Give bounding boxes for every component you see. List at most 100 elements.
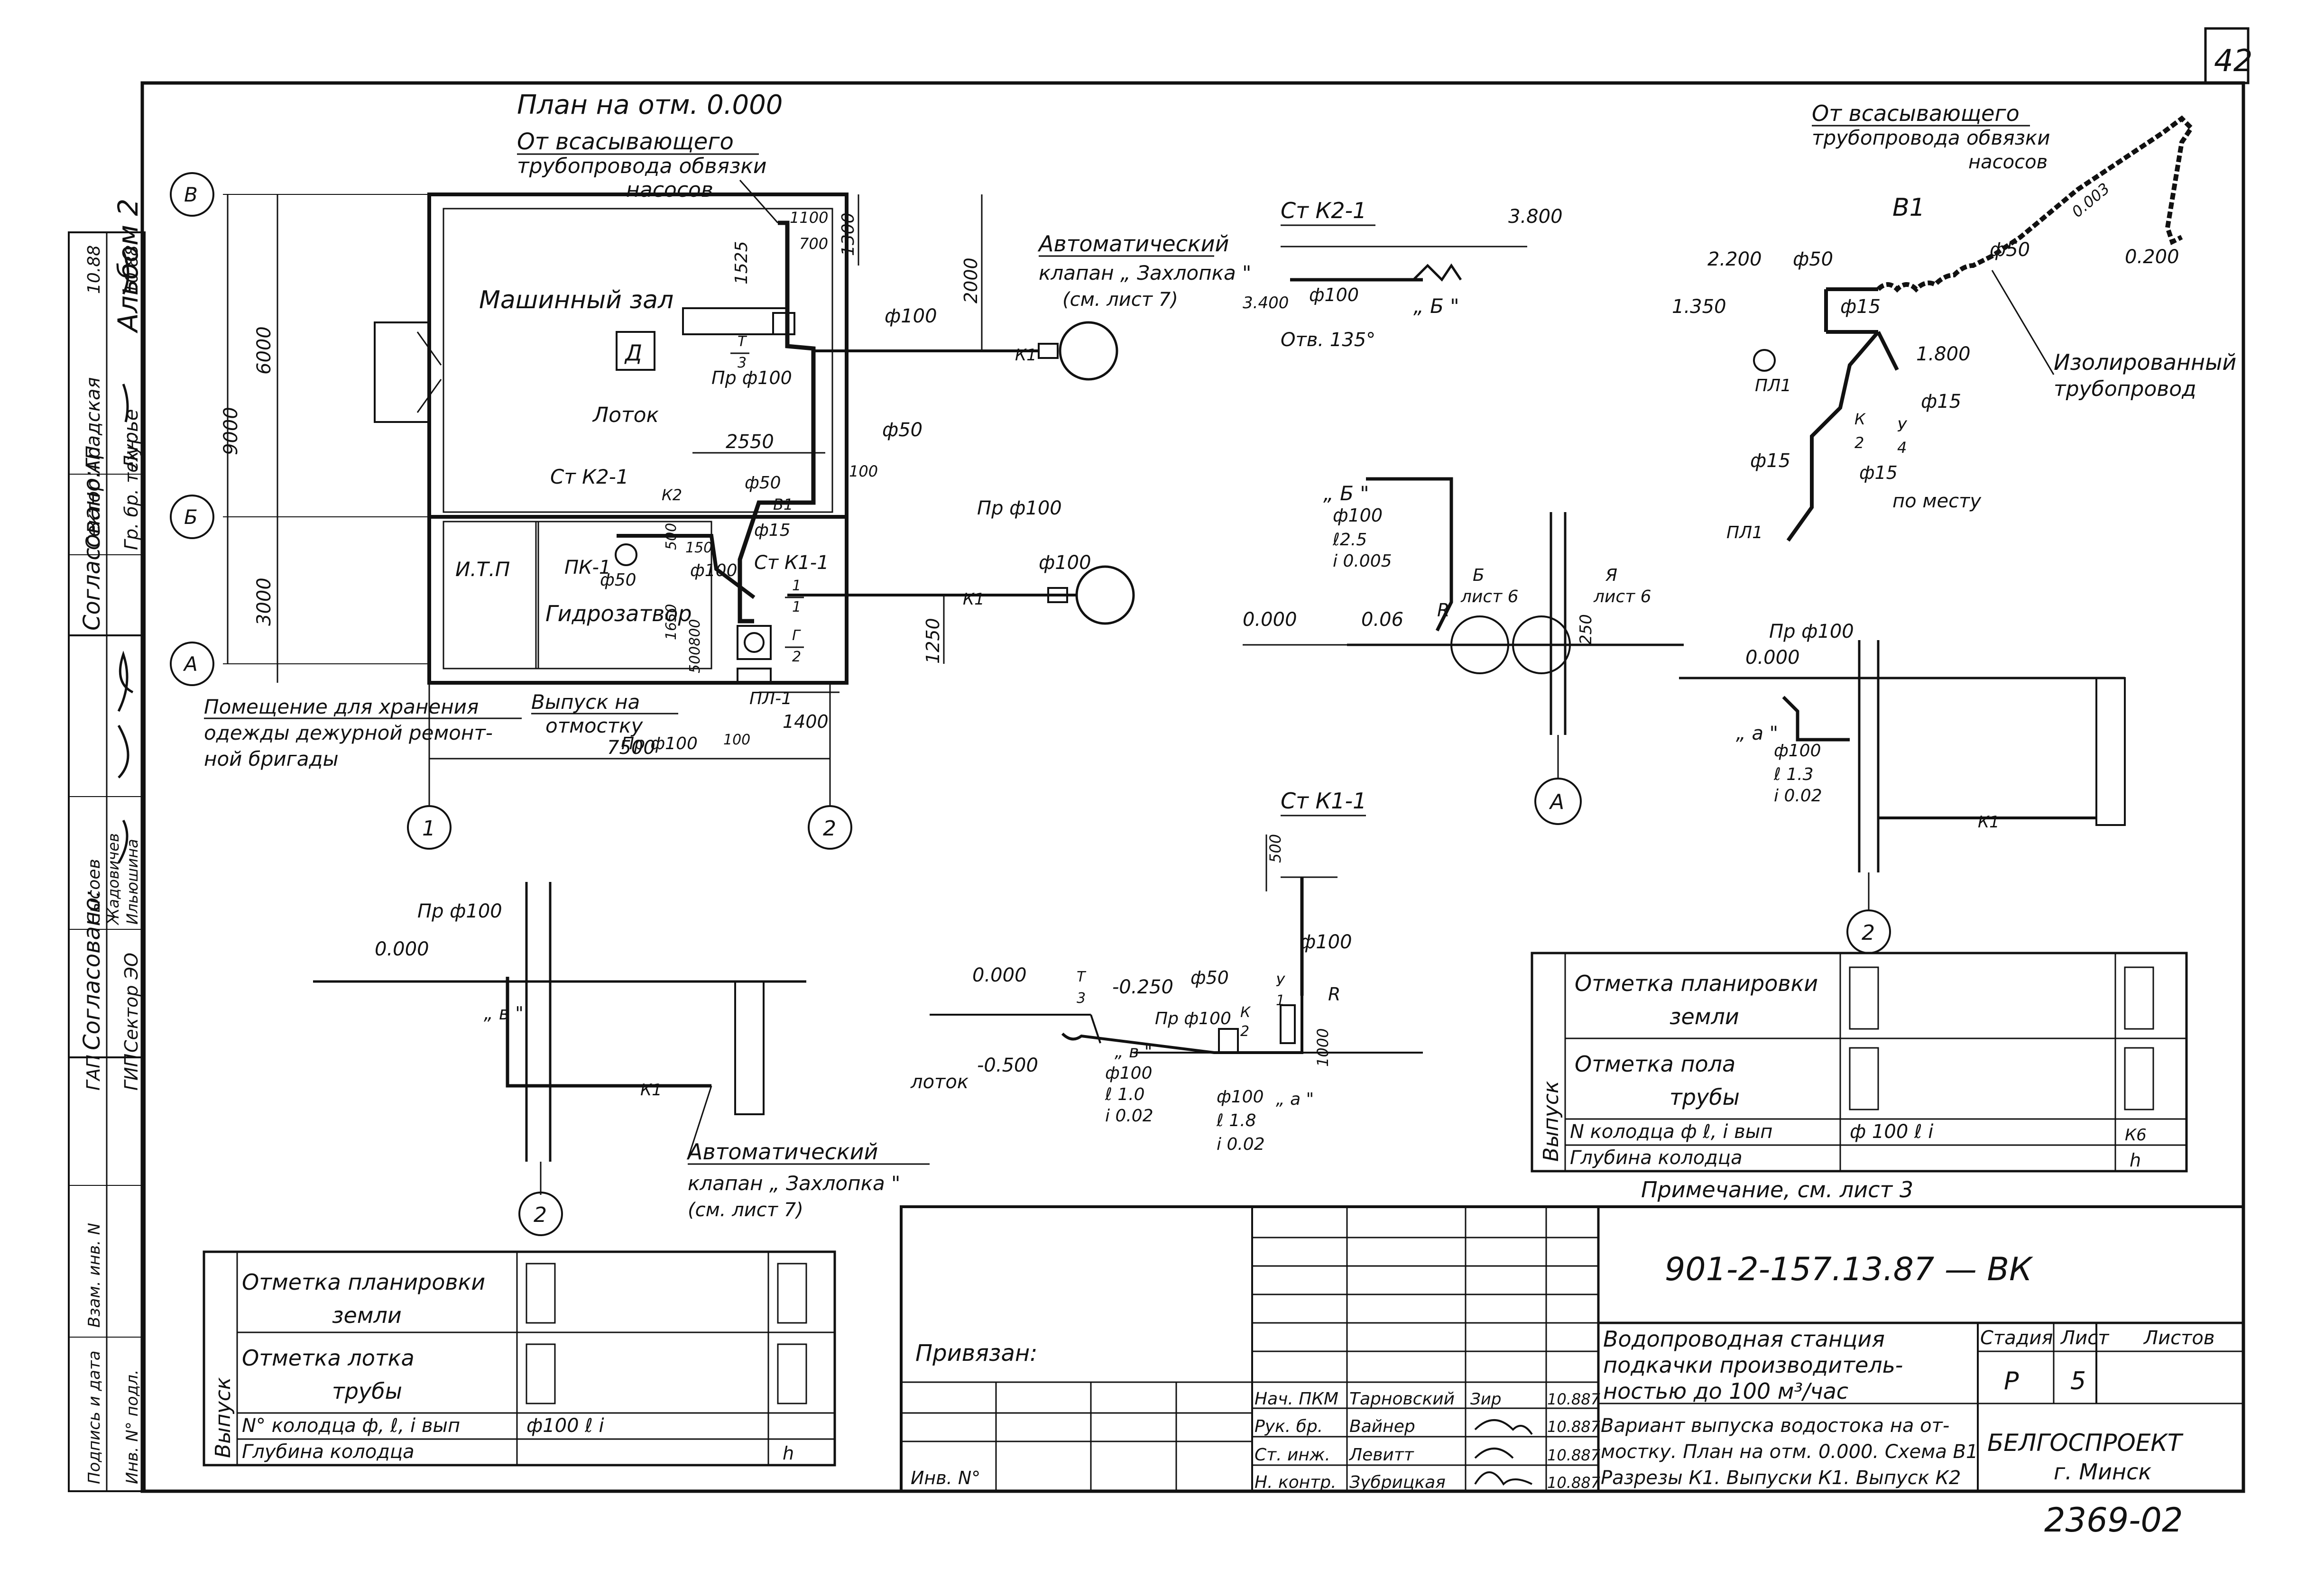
left-auto-valve-2: клапан „ Захлопка " — [688, 1172, 900, 1195]
plan-auto-valve-1: Автоматический — [1037, 231, 1229, 257]
plan-frac-c-bot: 2 — [792, 649, 801, 665]
plan-d50-a: ф50 — [882, 419, 922, 441]
stk11-r-label: R — [1328, 984, 1340, 1005]
plan-d50-b: ф50 — [745, 473, 781, 493]
dim-1100: 1100 — [790, 209, 828, 227]
rt-row3: N колодца ф ℓ, i вып — [1570, 1121, 1772, 1143]
right-d100: ф100 — [1774, 741, 1821, 761]
v1-d15-a: ф15 — [1840, 296, 1881, 318]
lures: Лурье — [120, 409, 142, 470]
sysoev: Сысоев — [84, 859, 104, 925]
date-3: 10.887 — [1547, 1474, 1601, 1492]
mid-sheet6-a-1: Б — [1473, 566, 1485, 585]
left-k1: К1 — [640, 1081, 662, 1100]
dim-1250: 1250 — [922, 618, 943, 664]
v1-suction-1: От всасывающего — [1812, 101, 2020, 126]
mid-sheet6-a-2: лист 6 — [1460, 587, 1519, 606]
ilyushina: Ильюшина — [123, 839, 141, 925]
section-left: Пр ф100 0.000 „ в " К1 2 Автоматический … — [313, 882, 930, 1236]
v1-u-num: 4 — [1897, 439, 1907, 457]
lt-row1: Отметка планировки — [242, 1269, 485, 1295]
right-slope: i 0.02 — [1774, 786, 1822, 806]
stk21-el-3400: 3.400 — [1243, 294, 1289, 312]
inv-podl: Инв. N° подл. — [123, 1369, 142, 1484]
plan-k2: К2 — [662, 486, 682, 504]
axis-2-label: 2 — [823, 816, 836, 841]
left-strip: Альбом 2 Согласовано: Сектор АП Градская… — [68, 199, 146, 1492]
stk11-slope-a: i 0.02 — [1105, 1106, 1153, 1126]
mid-len: ℓ2.5 — [1332, 530, 1367, 550]
plan-suction-note-1: От всасывающего — [517, 128, 734, 155]
v1-u-label: У — [1897, 417, 1908, 435]
dim-1525: 1525 — [732, 241, 751, 284]
plan-frac-a-bot: 3 — [738, 355, 747, 371]
stk11-len-b: ℓ 1.8 — [1216, 1111, 1256, 1130]
v1-insulated-2: трубопровод — [2054, 377, 2196, 401]
mid-r-label: R — [1437, 600, 1449, 621]
archive-number: 2369-02 — [2044, 1501, 2183, 1540]
date-0: 10.887 — [1547, 1390, 1601, 1408]
lt-row1b: земли — [332, 1302, 402, 1328]
rt-row1: Отметка планировки — [1575, 971, 1818, 996]
podpis-date: Подпись и дата — [85, 1350, 104, 1484]
dim-2000: 2000 — [960, 257, 981, 303]
title-block: 901-2-157.13.87 — ВК Привязан: Инв. N° Н… — [900, 1205, 2245, 1493]
name-1: Вайнер — [1349, 1417, 1415, 1436]
stk11-tray: лоток — [910, 1071, 969, 1093]
project-title-2: подкачки производитель- — [1603, 1352, 1903, 1378]
dim-1300: 1300 — [839, 212, 858, 256]
lt-row3: N° колодца ф, ℓ, i вып — [242, 1415, 460, 1437]
v1-slope: 0.003 — [2068, 179, 2113, 221]
plan-d100-c: ф100 — [690, 561, 738, 580]
room-letter: Д — [624, 340, 642, 366]
plan-pipe-v1 — [738, 220, 816, 624]
v1-by-place: по месту — [1892, 490, 1982, 512]
stk11-d100-b: ф100 — [1105, 1064, 1153, 1083]
stk21-b-mark: „ Б " — [1413, 294, 1459, 318]
stk11-v-mark: „ в " — [1115, 1042, 1152, 1062]
desc-1: Вариант выпуска водостока на от- — [1601, 1415, 1949, 1437]
name-0: Тарновский — [1349, 1389, 1455, 1409]
v1-insulated-1: Изолированный — [2054, 349, 2236, 375]
sig-0: Зир — [1470, 1390, 1501, 1409]
agreed-label-top: Согласовано: — [79, 470, 105, 631]
v1-d50-a: ф50 — [1793, 248, 1833, 270]
lt-row4: Глубина колодца — [242, 1441, 415, 1463]
stk21-el-3800: 3.800 — [1508, 206, 1563, 228]
lt-row2: Отметка лотка — [242, 1345, 415, 1371]
stk11-frac-u: У — [1276, 973, 1285, 990]
plan-auto-valve-2: клапан „ Захлопка " — [1039, 261, 1251, 284]
st-k2-1-label: Ст К2-1 — [550, 465, 629, 488]
axis-a-label: А — [183, 652, 198, 676]
v1-el-1800: 1.800 — [1916, 343, 1971, 365]
stk21-title: Ст К2-1 — [1281, 198, 1366, 223]
project-title-3: ностью до 100 м³/час — [1603, 1378, 1848, 1404]
outlet-note-2: отмостку — [545, 714, 643, 737]
pk1-label: ПК-1 — [564, 557, 611, 578]
mid-el-006: 0.06 — [1361, 609, 1403, 631]
dim-3000: 3000 — [253, 578, 275, 626]
stk11-detail: Ст К1-1 500 ф100 0.000 -0.250 -0.500 лот… — [910, 788, 1423, 1154]
gap-label: ГАП — [83, 1055, 104, 1091]
stk11-frac-t: Т — [1077, 969, 1087, 985]
lt-row4-end: h — [783, 1443, 794, 1464]
sheet-header: Лист — [2060, 1327, 2110, 1349]
stage-value: Р — [2004, 1367, 2019, 1395]
stk11-pr100: Пр ф100 — [1155, 1009, 1231, 1028]
desc-2: мостку. План на отм. 0.000. Схема В1 — [1601, 1441, 1978, 1463]
axis-v-label: В — [184, 183, 198, 206]
v1-el-2200: 2.200 — [1707, 248, 1762, 270]
section-middle: „ Б " ф100 ℓ2.5 i 0.005 0.000 0.06 R Б л… — [1243, 477, 1684, 825]
dim-150: 150 — [685, 540, 712, 556]
dim-1650: 1650 — [663, 604, 680, 640]
dim-1400: 1400 — [783, 711, 829, 732]
org-city: г. Минск — [2054, 1459, 2151, 1485]
v1-schematic: От всасывающего трубопровода обвязки нас… — [1672, 101, 2236, 542]
org-name: БЕЛГОСПРОЕКТ — [1987, 1429, 2184, 1457]
date-1: 10.88 — [84, 245, 104, 294]
dim-6000: 6000 — [253, 326, 275, 375]
machine-room-label: Машинный зал — [479, 286, 673, 314]
v1-k-label: К — [1854, 410, 1866, 428]
plan-frac-c-top: Г — [792, 627, 801, 644]
right-axis-2: 2 — [1862, 921, 1875, 945]
